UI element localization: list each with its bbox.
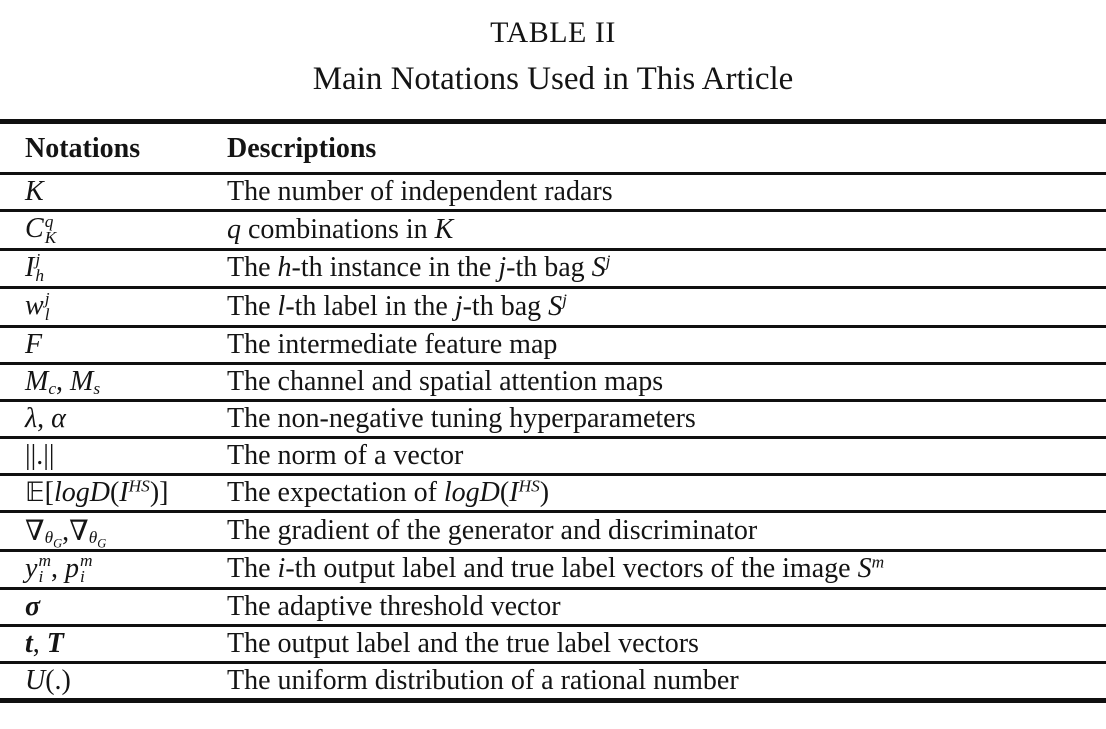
description-cell: The l-th label in the j-th bag Sj — [227, 287, 1106, 328]
description-cell: The non-negative tuning hyperparameters — [227, 400, 1106, 439]
notation-cell: Mc, Ms — [0, 363, 227, 402]
notation-cell: σ — [0, 588, 227, 628]
notation-cell: ||.|| — [0, 437, 227, 476]
description-cell: The output label and the true label vect… — [227, 625, 1106, 665]
column-header-notations: Notations — [0, 121, 227, 175]
notation-cell: 𝔼[logD(IHS)] — [0, 474, 227, 513]
notation-cell: ∇θG,∇θG — [0, 511, 227, 552]
description-cell: q combinations in K — [227, 210, 1106, 251]
notation-cell: t, T — [0, 625, 227, 665]
table-row: U(.) The uniform distribution of a ration… — [0, 663, 1106, 701]
table-caption: TABLE II Main Notations Used in This Art… — [0, 0, 1106, 99]
description-cell: The adaptive threshold vector — [227, 588, 1106, 628]
header-row: Notations Descriptions — [0, 121, 1106, 175]
description-cell: The channel and spatial attention maps — [227, 363, 1106, 402]
table-row: 𝔼[logD(IHS)]The expectation of logD(IHS) — [0, 474, 1106, 513]
description-cell: The number of independent radars — [227, 173, 1106, 212]
description-cell: The norm of a vector — [227, 437, 1106, 476]
description-cell: The uniform distribution of a rational n… — [227, 665, 739, 697]
notation-cell: F — [0, 326, 227, 365]
table-title: Main Notations Used in This Article — [312, 61, 794, 97]
notation-cell: λ, α — [0, 400, 227, 439]
description-cell: The expectation of logD(IHS) — [227, 474, 1106, 513]
description-cell: The h-th instance in the j-th bag Sj — [227, 249, 1106, 290]
notation-cell: K — [0, 173, 227, 212]
notation-cell: U(.) — [25, 665, 71, 697]
table-number: TABLE II — [490, 16, 616, 49]
description-cell: The gradient of the generator and discri… — [227, 511, 1106, 552]
notation-table-head: Notations Descriptions — [0, 121, 1106, 175]
table-row: ||.||The norm of a vector — [0, 437, 1106, 476]
column-header-descriptions: Descriptions — [227, 121, 1106, 175]
description-cell: The i-th output label and true label vec… — [227, 550, 1106, 591]
description-cell: The intermediate feature map — [227, 326, 1106, 365]
